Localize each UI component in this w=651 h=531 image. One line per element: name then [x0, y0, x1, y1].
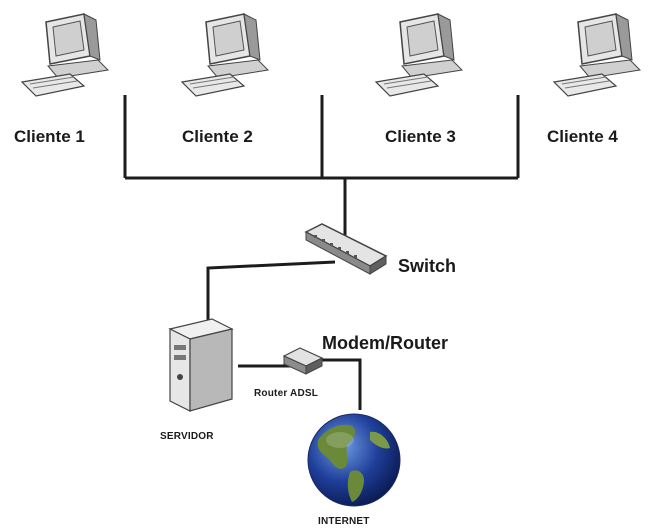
computer-icon [180, 13, 270, 97]
client-1-label: Cliente 1 [14, 127, 85, 146]
router-icon [282, 347, 324, 375]
modem-router-label: Modem/Router [322, 333, 448, 353]
switch-device [300, 222, 390, 285]
router-internet-line [305, 358, 362, 410]
internet-label: INTERNET [318, 516, 370, 527]
computer-icon [374, 13, 464, 97]
client-4-label: Cliente 4 [547, 127, 618, 146]
client-2-label: Cliente 2 [182, 127, 253, 146]
router-adsl-label: Router ADSL [254, 388, 319, 399]
client-3-label: Cliente 3 [385, 127, 456, 146]
globe-icon [307, 413, 401, 507]
switch-label: Switch [398, 256, 457, 276]
switch-server-line [206, 260, 336, 325]
switch-icon [304, 223, 388, 275]
client-4-computer [550, 10, 650, 110]
client-2-computer [178, 10, 278, 110]
client-3-computer [372, 10, 472, 110]
server-device [162, 315, 242, 420]
client-1-computer [18, 10, 118, 110]
internet-globe [304, 410, 404, 515]
server-label: SERVIDOR [160, 431, 214, 442]
computer-icon [20, 13, 110, 97]
computer-icon [552, 13, 642, 97]
router-device [280, 346, 326, 385]
server-tower-icon [168, 318, 234, 412]
